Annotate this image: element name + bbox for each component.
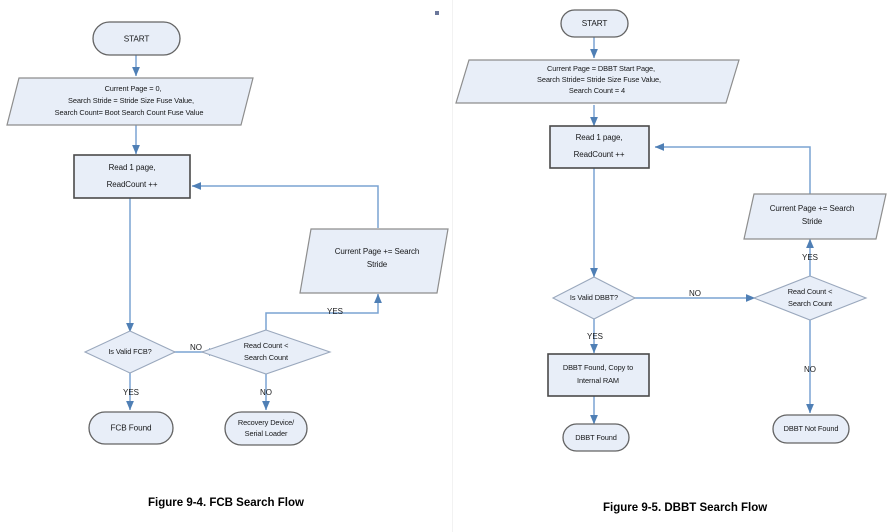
dbbt-label-count-no: NO — [804, 365, 816, 374]
fcb-recovery-line-1: Recovery Device/ — [238, 418, 295, 427]
dbbt-is-valid-label: Is Valid DBBT? — [570, 293, 618, 302]
fcb-init-line-2: Search Stride = Stride Size Fuse Value, — [68, 96, 194, 105]
dbbt-not-found-label: DBBT Not Found — [784, 424, 839, 433]
dbbt-init-line-3: Search Count = 4 — [569, 86, 625, 95]
figure-caption-dbbt: Figure 9-5. DBBT Search Flow — [603, 502, 768, 514]
fcb-read-line-1: Read 1 page, — [109, 163, 156, 172]
fcb-stride-line-1: Current Page += Search — [335, 247, 420, 256]
edge-stride-to-read — [191, 182, 379, 228]
fcb-node-read-count[interactable]: Read Count < Search Count — [200, 329, 332, 375]
dbbt-start-label: START — [582, 19, 608, 28]
dbbt-search-flowchart: START Current Page = DBBT Start Page, Se… — [455, 9, 887, 452]
dbbt-read-count-line-2: Search Count — [788, 299, 832, 308]
fcb-node-is-valid[interactable]: Is Valid FCB? — [83, 330, 177, 374]
fcb-label-valid-yes: YES — [123, 388, 139, 397]
fcb-init-line-1: Current Page = 0, — [105, 84, 162, 93]
dbbt-node-read-count[interactable]: Read Count < Search Count — [752, 275, 868, 321]
fcb-node-init[interactable]: Current Page = 0, Search Stride = Stride… — [6, 77, 254, 126]
fcb-search-flowchart: START Current Page = 0, Search Stride = … — [6, 21, 449, 446]
fcb-start-label: START — [124, 35, 150, 44]
dbbt-found-label: DBBT Found — [575, 433, 617, 442]
dbbt-node-init[interactable]: Current Page = DBBT Start Page, Search S… — [455, 59, 740, 104]
fcb-read-line-2: ReadCount ++ — [107, 180, 158, 189]
stray-artifact-mark — [435, 11, 439, 15]
dbbt-node-found[interactable]: DBBT Found — [562, 423, 630, 452]
dbbt-label-count-yes: YES — [802, 253, 818, 262]
dbbt-node-copy[interactable]: DBBT Found, Copy to Internal RAM — [547, 353, 650, 397]
edge-stride-to-read — [654, 143, 811, 194]
dbbt-connectors — [590, 37, 814, 425]
fcb-read-count-line-2: Search Count — [244, 353, 288, 362]
dbbt-stride-line-1: Current Page += Search — [770, 204, 855, 213]
fcb-node-found[interactable]: FCB Found — [88, 411, 174, 445]
fcb-is-valid-label: Is Valid FCB? — [108, 347, 151, 356]
figure-caption-fcb: Figure 9-4. FCB Search Flow — [148, 497, 304, 509]
fcb-node-recovery[interactable]: Recovery Device/ Serial Loader — [224, 411, 308, 446]
fcb-label-valid-no: NO — [190, 343, 202, 352]
dbbt-read-count-line-1: Read Count < — [788, 287, 833, 296]
fcb-recovery-line-2: Serial Loader — [245, 429, 288, 438]
fcb-node-stride[interactable]: Current Page += Search Stride — [299, 228, 449, 294]
dbbt-label-valid-yes: YES — [587, 332, 603, 341]
dbbt-node-not-found[interactable]: DBBT Not Found — [772, 414, 850, 444]
fcb-stride-line-2: Stride — [367, 260, 388, 269]
dbbt-init-line-1: Current Page = DBBT Start Page, — [547, 64, 655, 73]
page-divider — [452, 0, 453, 532]
fcb-node-read[interactable]: Read 1 page, ReadCount ++ — [73, 154, 191, 199]
dbbt-copy-line-1: DBBT Found, Copy to — [563, 363, 633, 372]
fcb-found-label: FCB Found — [111, 424, 153, 433]
dbbt-label-valid-no: NO — [689, 289, 701, 298]
fcb-init-line-3: Search Count= Boot Search Count Fuse Val… — [55, 108, 204, 117]
dbbt-node-start[interactable]: START — [560, 9, 629, 38]
dbbt-node-stride[interactable]: Current Page += Search Stride — [743, 193, 887, 240]
edge-readcount-yes-to-stride — [265, 293, 382, 331]
dbbt-read-line-1: Read 1 page, — [576, 133, 623, 142]
dbbt-read-line-2: ReadCount ++ — [574, 150, 625, 159]
dbbt-copy-line-2: Internal RAM — [577, 376, 619, 385]
fcb-read-count-line-1: Read Count < — [244, 341, 289, 350]
dbbt-node-is-valid[interactable]: Is Valid DBBT? — [551, 276, 637, 320]
dbbt-init-line-2: Search Stride= Stride Size Fuse Value, — [537, 75, 661, 84]
fcb-label-count-no: NO — [260, 388, 272, 397]
dbbt-stride-line-2: Stride — [802, 217, 823, 226]
fcb-label-count-yes: YES — [327, 307, 343, 316]
dbbt-node-read[interactable]: Read 1 page, ReadCount ++ — [549, 125, 650, 169]
fcb-node-start[interactable]: START — [92, 21, 181, 56]
